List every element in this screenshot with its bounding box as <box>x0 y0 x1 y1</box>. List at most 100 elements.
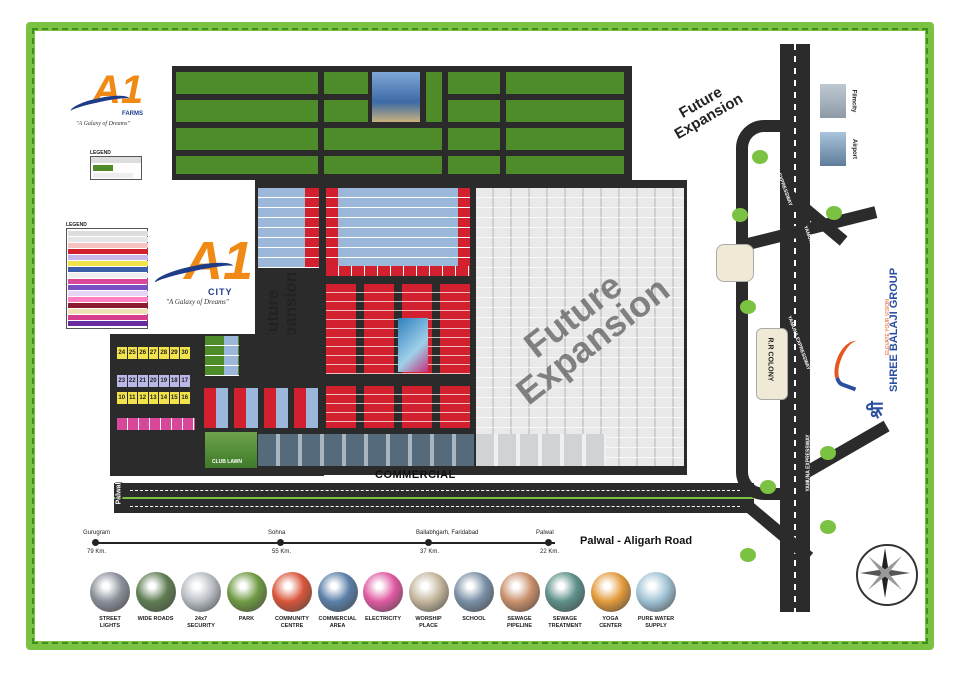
amenity-item: PURE WATER SUPPLY <box>636 572 676 630</box>
plot: 22 <box>127 375 138 387</box>
plot: 18 <box>169 375 180 387</box>
amenity-item: COMMERCIAL AREA <box>317 572 358 630</box>
amenity-photo <box>226 572 267 612</box>
amenity-item: PARK <box>226 572 267 623</box>
city-tagline: "A Galaxy of Dreams" <box>166 298 229 306</box>
club-lawn <box>205 432 257 468</box>
amenity-label: PURE WATER SUPPLY <box>637 616 675 629</box>
mixed-plots <box>204 388 318 428</box>
plot: 21 <box>138 375 149 387</box>
amenity-label: 24x7 SECURITY <box>187 616 215 629</box>
distance-dot <box>277 539 284 546</box>
distance-scale <box>95 542 555 544</box>
tree-icon <box>732 208 748 222</box>
amenity-photo <box>181 572 221 612</box>
farms-legend: LEGEND <box>90 150 142 180</box>
plot: 30 <box>180 347 191 359</box>
amenity-label: STREET LIGHTS <box>99 616 121 629</box>
plot: 11 <box>127 392 138 404</box>
amenity-item: SCHOOL <box>454 572 494 623</box>
plot: 24 <box>117 347 128 359</box>
plot: 19 <box>159 375 170 387</box>
distance-km: 79 Km. <box>87 549 107 555</box>
plot: 17 <box>180 375 191 387</box>
distance-dot <box>545 539 552 546</box>
airport-label: Airport <box>851 139 857 159</box>
town-patch <box>716 244 754 282</box>
developer-mark: श्री <box>866 401 887 419</box>
amenity-item: 24x7 SECURITY <box>181 572 221 630</box>
plot: 15 <box>169 392 180 404</box>
distance-km: 55 Km. <box>272 549 292 555</box>
plot: 25 <box>127 347 138 359</box>
tree-icon <box>740 300 756 314</box>
distance-place: Sohna <box>268 530 286 536</box>
plot: 13 <box>148 392 159 404</box>
amenity-label: ELECTRICITY <box>364 616 402 622</box>
plot: 12 <box>138 392 149 404</box>
amenity-item: ELECTRICITY <box>363 572 403 623</box>
amenity-item: WIDE ROADS <box>135 572 176 623</box>
amenity-photo <box>454 572 494 612</box>
plot: 23 <box>117 375 128 387</box>
clubhouse-photo <box>372 72 420 122</box>
developer-logo: श्री SHREE BALAJI GROUP ELEVATE YOUR VIS… <box>828 268 910 440</box>
amenity-label: YOGA CENTER <box>599 616 622 629</box>
flame-icon <box>828 336 872 392</box>
tree-icon <box>820 520 836 534</box>
amenity-item: SEWAGE TREATMENT <box>545 572 585 630</box>
distance-place: Ballabhgarh, Faridabad <box>416 530 479 536</box>
tree-icon <box>760 480 776 494</box>
city-logo-mark: A1 <box>184 231 254 291</box>
developer-tagline: ELEVATE YOUR VISION <box>884 299 891 355</box>
palwal-road-side-label: Palwal <box>115 482 123 505</box>
hedge-inner-line <box>32 28 928 644</box>
plot: 26 <box>138 347 149 359</box>
amenity-label: SCHOOL <box>462 616 486 622</box>
city-legend-title: LEGEND <box>66 222 87 228</box>
farms-logo-word: FARMS <box>122 111 143 117</box>
amenity-photo <box>545 572 585 612</box>
clubhouse-photo <box>398 318 428 372</box>
distance-dot <box>425 539 432 546</box>
filmcity-label: Filmcity <box>850 89 857 113</box>
amenity-item: WORSHIP PLACE <box>408 572 449 630</box>
amenity-photo <box>636 572 676 612</box>
farms-logo: A1 FARMS "A Galaxy of Dreams" <box>69 68 150 134</box>
amenity-label: WORSHIP PLACE <box>415 616 442 629</box>
city-logo: A1 CITY "A Galaxy of Dreams" <box>153 231 264 310</box>
green-hedge-border <box>26 22 934 650</box>
yamuna-label-4: YAMUNA EXPRESSWAY <box>805 434 812 492</box>
plot: 28 <box>159 347 170 359</box>
distance-km: 37 Km. <box>420 549 440 555</box>
amenity-photo <box>135 572 176 612</box>
distance-dot <box>92 539 99 546</box>
amenity-photo <box>272 572 312 612</box>
amenity-photo <box>499 572 540 612</box>
club-lawn-label: CLUB LAWN <box>212 459 242 465</box>
plot: 14 <box>159 392 170 404</box>
farms-legend-title: LEGEND <box>90 150 111 156</box>
filmcity-photo <box>820 84 846 118</box>
amenity-photo <box>363 572 403 612</box>
plot: 29 <box>169 347 180 359</box>
amenity-item: COMMUNITY CENTRE <box>272 572 312 630</box>
distance-place: Gurugram <box>83 530 111 536</box>
amenity-photo <box>590 572 631 612</box>
farms-block <box>172 66 632 180</box>
commercial-label: COMMERCIAL <box>375 469 456 481</box>
amenity-label: COMMERCIAL AREA <box>318 616 357 629</box>
amenity-item: SEWAGE PIPELINE <box>499 572 540 630</box>
plot: 27 <box>148 347 159 359</box>
distance-km: 22 Km. <box>540 549 560 555</box>
tree-icon <box>740 548 756 562</box>
city-logo-word: CITY <box>208 287 233 297</box>
blue-plots-row <box>326 188 470 268</box>
rr-colony <box>756 328 788 400</box>
amenity-label: COMMUNITY CENTRE <box>275 616 309 629</box>
amenity-item: STREET LIGHTS <box>90 572 130 630</box>
amenity-label: SEWAGE TREATMENT <box>548 616 582 629</box>
tree-icon <box>826 206 842 220</box>
rr-colony-label: R.R COLONY <box>766 337 774 382</box>
